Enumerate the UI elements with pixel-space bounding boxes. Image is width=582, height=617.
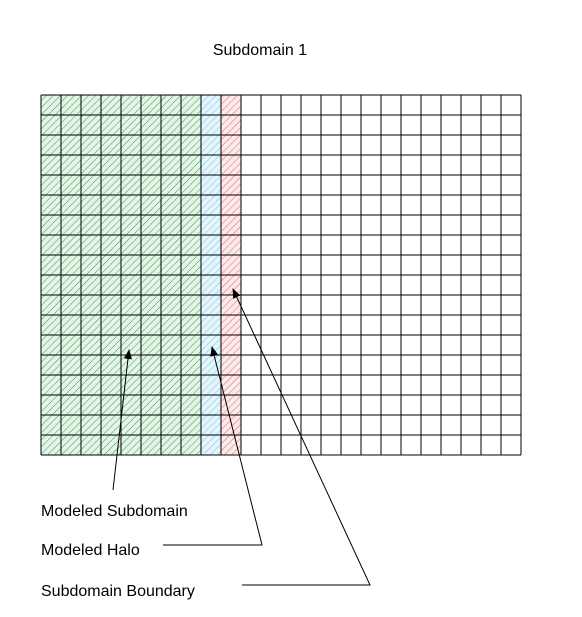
modeled-halo-arrow [163,346,263,546]
subdomain-boundary-label: Subdomain Boundary [41,583,195,600]
subdomain-boundary-arrow [232,288,371,586]
modeled-halo-label: Modeled Halo [41,542,140,559]
grid-lines [40,94,522,456]
modeled-subdomain-arrow [112,349,132,491]
modeled-subdomain-label: Modeled Subdomain [41,503,188,520]
diagram-title: Subdomain 1 [213,42,307,59]
